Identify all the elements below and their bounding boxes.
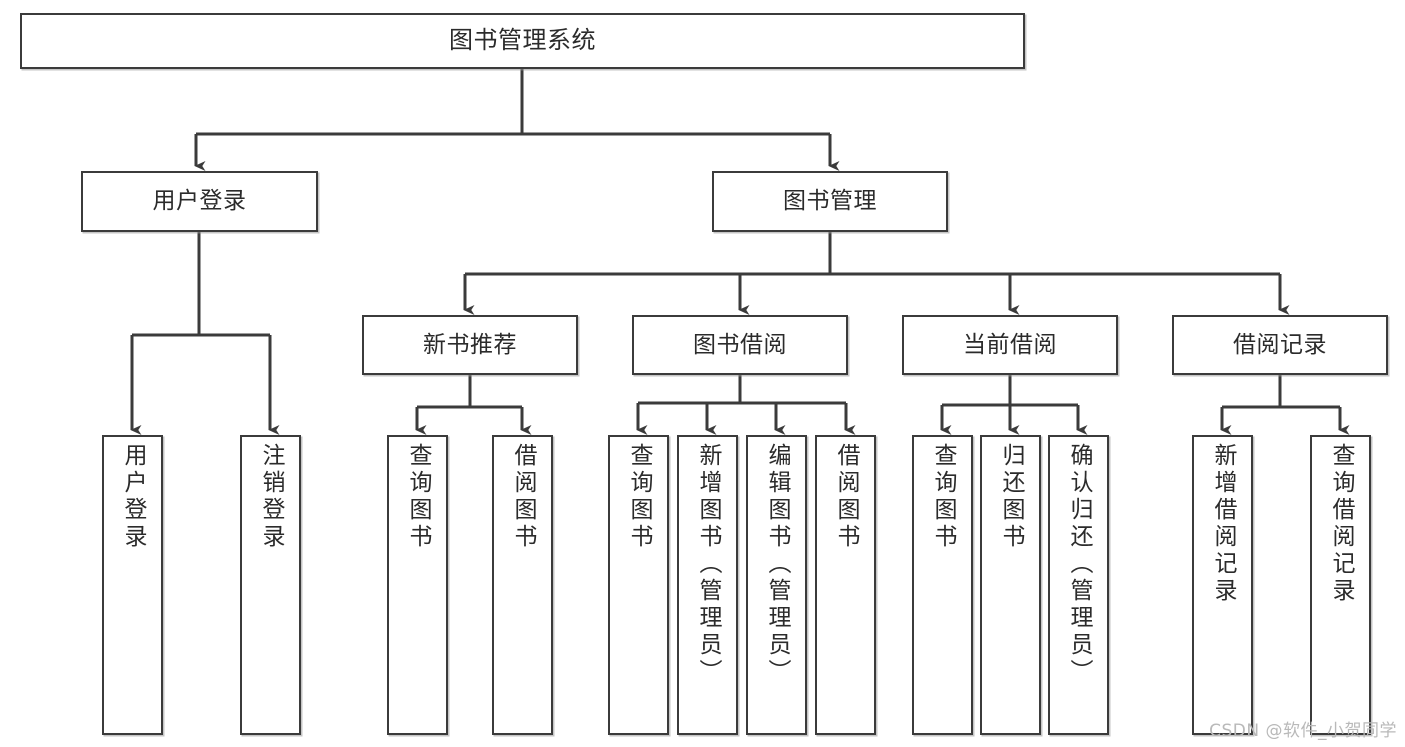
node-new-book-recommend[interactable]: 新书推荐 [362, 315, 578, 375]
node-new-book-recommend-label: 新书推荐 [423, 331, 517, 358]
leaf-add-borrow-record-label: 新增借阅记录 [1210, 443, 1236, 605]
leaf-query-books-new-label: 查询图书 [405, 443, 431, 551]
leaf-user-login[interactable]: 用户登录 [102, 435, 163, 735]
node-root[interactable]: 图书管理系统 [20, 13, 1025, 69]
leaf-add-book-admin[interactable]: 新增图书（管理员） [677, 435, 738, 735]
leaf-query-books-borrow-label: 查询图书 [626, 443, 652, 551]
node-current-borrow-label: 当前借阅 [963, 331, 1057, 358]
leaf-borrow-books[interactable]: 借阅图书 [815, 435, 876, 735]
leaf-query-borrow-record[interactable]: 查询借阅记录 [1310, 435, 1371, 735]
node-user-login-label: 用户登录 [152, 188, 247, 215]
leaf-return-books[interactable]: 归还图书 [980, 435, 1041, 735]
leaf-confirm-return-admin-label: 确认归还（管理员） [1066, 443, 1092, 686]
leaf-query-books-borrow[interactable]: 查询图书 [608, 435, 669, 735]
node-book-management-label: 图书管理 [783, 188, 877, 215]
leaf-borrow-books-label: 借阅图书 [833, 443, 859, 551]
node-book-management[interactable]: 图书管理 [712, 171, 948, 232]
node-current-borrow[interactable]: 当前借阅 [902, 315, 1118, 375]
node-borrow-records[interactable]: 借阅记录 [1172, 315, 1388, 375]
leaf-add-book-admin-label: 新增图书（管理员） [695, 443, 721, 686]
leaf-query-borrow-record-label: 查询借阅记录 [1328, 443, 1354, 605]
node-root-label: 图书管理系统 [449, 26, 596, 55]
leaf-edit-book-admin[interactable]: 编辑图书（管理员） [746, 435, 807, 735]
leaf-return-books-label: 归还图书 [998, 443, 1024, 551]
leaf-edit-book-admin-label: 编辑图书（管理员） [764, 443, 790, 686]
leaf-query-books-new[interactable]: 查询图书 [387, 435, 448, 735]
node-borrow-records-label: 借阅记录 [1233, 331, 1327, 358]
leaf-add-borrow-record[interactable]: 新增借阅记录 [1192, 435, 1253, 735]
node-book-borrow-label: 图书借阅 [693, 331, 787, 358]
leaf-confirm-return-admin[interactable]: 确认归还（管理员） [1048, 435, 1109, 735]
watermark: CSDN @软件_小贺同学 [1209, 721, 1397, 741]
leaf-logout-label: 注销登录 [258, 443, 284, 551]
leaf-query-books-current[interactable]: 查询图书 [912, 435, 973, 735]
leaf-user-login-label: 用户登录 [120, 443, 146, 551]
node-user-login[interactable]: 用户登录 [81, 171, 318, 232]
node-book-borrow[interactable]: 图书借阅 [632, 315, 848, 375]
leaf-logout[interactable]: 注销登录 [240, 435, 301, 735]
leaf-query-books-current-label: 查询图书 [930, 443, 956, 551]
leaf-borrow-books-new[interactable]: 借阅图书 [492, 435, 553, 735]
leaf-borrow-books-new-label: 借阅图书 [510, 443, 536, 551]
